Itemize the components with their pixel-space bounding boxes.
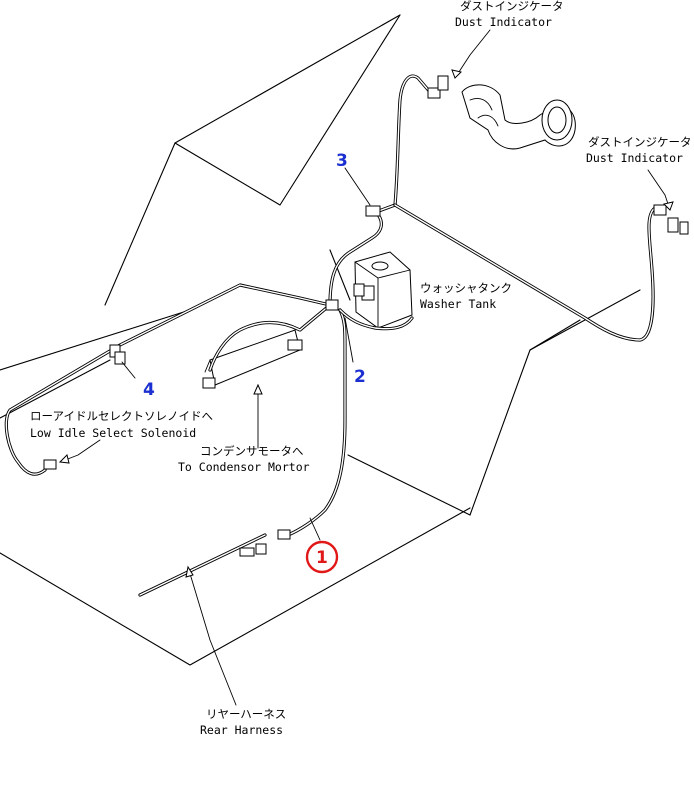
washer-tank-en: Washer Tank	[420, 297, 496, 311]
dust-indicator-top-en: Dust Indicator	[455, 15, 552, 29]
low-idle-en: Low Idle Select Solenoid	[30, 426, 196, 440]
dust-indicator-top-jp: ダストインジケータ	[460, 0, 564, 13]
rear-harness-en: Rear Harness	[200, 723, 283, 737]
callout-1: 1	[316, 548, 328, 568]
rear-harness-jp: リヤーハーネス	[206, 707, 286, 721]
callout-3: 3	[336, 151, 348, 171]
dust-indicator-right-en: Dust Indicator	[586, 151, 683, 165]
callout-1-circle	[305, 540, 339, 574]
callout-2: 2	[354, 367, 366, 387]
condensor-en: To Condensor Mortor	[178, 460, 310, 474]
body-outline	[0, 14, 641, 666]
washer-tank	[354, 251, 413, 329]
condensor-motor	[204, 329, 301, 386]
washer-tank-jp: ウォッシャタンク	[420, 281, 512, 295]
labels: ダストインジケータ Dust Indicator ダストインジケータ Dust …	[30, 0, 692, 737]
callouts: 3 2 4 1	[143, 151, 366, 574]
dust-indicator-right-jp: ダストインジケータ	[588, 135, 692, 149]
connectors	[43, 75, 689, 557]
leader-lines	[58, 29, 674, 706]
callout-4: 4	[143, 380, 155, 400]
harness-routes	[4, 74, 657, 597]
low-idle-jp: ローアイドルセレクトソレノイドへ	[30, 409, 213, 423]
air-cleaner	[461, 84, 576, 150]
condensor-jp: コンデンサモータへ	[200, 444, 304, 458]
